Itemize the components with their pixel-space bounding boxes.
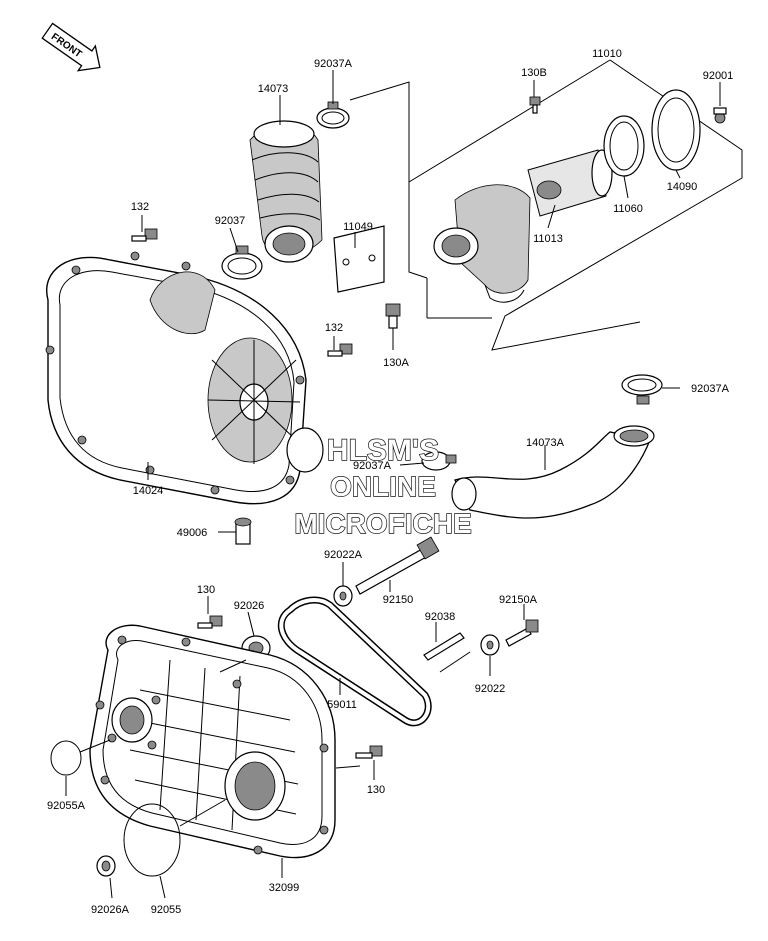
label-132-mid: 132: [325, 322, 343, 334]
label-130B: 130B: [521, 67, 547, 79]
label-49006: 49006: [177, 527, 208, 539]
clamp-92037A-lower: [421, 451, 457, 471]
label-92037A-top: 92037A: [314, 58, 353, 70]
drain-plug-49006: [234, 517, 252, 545]
label-92055: 92055: [151, 904, 182, 916]
label-14024: 14024: [133, 485, 164, 497]
bolt-132-mid: [327, 343, 353, 357]
bolt-132-top: [131, 228, 158, 242]
watermark-line3: MICROFICHE: [294, 508, 471, 539]
label-92150A: 92150A: [499, 594, 538, 606]
o-ring-92055A: [50, 740, 82, 776]
bolt-92150: [355, 536, 440, 595]
leader-lines: [65, 70, 721, 899]
inner-cover-32099: [89, 624, 336, 859]
label-92026A: 92026A: [91, 904, 130, 916]
part-labels: 92037A 14073 130B 11010 92001 132 92037 …: [47, 48, 733, 916]
watermark-line1: HLSM'S: [327, 434, 439, 467]
label-92150: 92150: [383, 594, 414, 606]
label-92026: 92026: [234, 600, 265, 612]
label-92022A: 92022A: [324, 549, 363, 561]
clamp-92037A-right: [621, 374, 663, 405]
label-92037A-right: 92037A: [691, 383, 730, 395]
clamp-92037: [221, 245, 263, 280]
wing-nut-92001: [713, 107, 727, 124]
label-92037: 92037: [215, 215, 246, 227]
label-92038: 92038: [425, 611, 456, 623]
filter-ring-11060: [603, 115, 645, 177]
label-92037A-lower: 92037A: [353, 460, 392, 472]
label-130A: 130A: [383, 357, 409, 369]
washer-92022A: [333, 585, 353, 607]
clamp-92037A-top: [316, 101, 350, 129]
bolt-130A: [385, 303, 401, 329]
label-11060: 11060: [613, 203, 643, 215]
pin-92038: [423, 632, 465, 661]
filter-element-11013: [527, 149, 613, 217]
label-32099: 32099: [269, 882, 300, 894]
bolt-130-top: [197, 615, 223, 629]
washer-92026A: [96, 855, 116, 877]
cover-14090: [651, 89, 701, 171]
label-130-right: 130: [367, 784, 385, 796]
airbox-housing: [433, 184, 531, 303]
bolt-130-right: [355, 745, 383, 759]
label-11049: 11049: [343, 221, 373, 233]
label-92055A: 92055A: [47, 800, 86, 812]
label-59011: 59011: [327, 699, 357, 711]
bolt-92150A: [505, 619, 539, 647]
drive-belt-59011: [277, 596, 432, 727]
label-11010: 11010: [592, 48, 622, 60]
airbox-assembly-outline: [349, 59, 743, 351]
watermark-line2: ONLINE: [330, 471, 436, 502]
bellows-duct-14073: [249, 120, 323, 263]
outlet-duct-14073A: [451, 425, 655, 519]
label-132-top: 132: [131, 201, 149, 213]
outer-cover-14024: [45, 251, 324, 505]
label-14073: 14073: [258, 83, 289, 95]
label-92001: 92001: [703, 70, 734, 82]
washer-92022: [480, 634, 500, 656]
front-arrow-icon: FRONT: [41, 22, 101, 72]
label-92022: 92022: [475, 683, 506, 695]
label-11013: 11013: [533, 233, 563, 245]
label-130-top: 130: [197, 584, 215, 596]
bracket-11049: [333, 225, 385, 293]
bolt-130B: [529, 96, 541, 114]
o-ring-92055: [123, 803, 181, 877]
label-14073A: 14073A: [526, 437, 565, 449]
label-14090: 14090: [667, 181, 698, 193]
watermark: HLSM'S ONLINE MICROFICHE: [294, 433, 473, 539]
